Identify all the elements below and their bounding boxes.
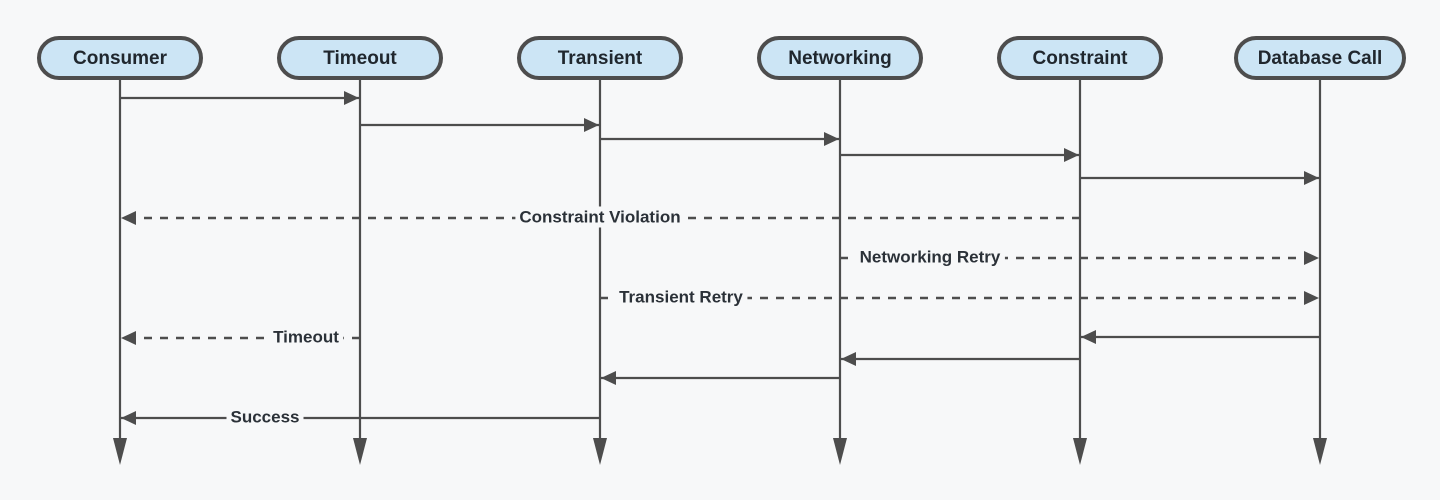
lifeline-end-arrow-constraint: [1073, 438, 1087, 465]
message-arrowhead-m6: [121, 211, 136, 225]
message-label-m8: Transient Retry: [619, 287, 743, 306]
participant-label-consumer: Consumer: [73, 48, 168, 69]
message-m11[interactable]: [841, 352, 1080, 366]
message-arrowhead-m7: [1304, 251, 1319, 265]
message-m10[interactable]: [1081, 330, 1320, 344]
participants-group: Consumer Timeout Transient Networking Constr…: [37, 36, 1406, 80]
message-label-bg-m6: [515, 206, 685, 228]
message-m12[interactable]: [601, 371, 840, 385]
message-arrowhead-m5: [1304, 171, 1319, 185]
message-arrowhead-m2: [584, 118, 599, 132]
message-label-bg-m8: [615, 286, 748, 308]
participant-timeout[interactable]: Timeout: [277, 36, 443, 80]
message-m5[interactable]: [1080, 171, 1319, 185]
message-label-m13: Success: [231, 407, 300, 426]
message-label-group-m13: Success: [226, 406, 304, 428]
message-label-bg-m7: [855, 246, 1005, 268]
message-m7[interactable]: [840, 251, 1319, 265]
lifeline-end-arrow-timeout: [353, 438, 367, 465]
participant-box-consumer: [37, 36, 203, 80]
message-m4[interactable]: [840, 148, 1079, 162]
message-label-bg-m9: [269, 326, 344, 348]
message-label-group-m9: Timeout: [269, 326, 344, 348]
lifeline-constraint: [1073, 78, 1087, 465]
message-arrowhead-m9: [121, 331, 136, 345]
message-arrowhead-m8: [1304, 291, 1319, 305]
lifeline-end-arrow-consumer: [113, 438, 127, 465]
message-arrowhead-m10: [1081, 330, 1096, 344]
message-label-group-m6: Constraint Violation: [515, 206, 685, 228]
message-label-m9: Timeout: [273, 327, 339, 346]
lifeline-consumer: [113, 78, 127, 465]
message-arrowhead-m12: [601, 371, 616, 385]
lifeline-networking: [833, 78, 847, 465]
message-arrowhead-m1: [344, 91, 359, 105]
participant-box-transient: [517, 36, 683, 80]
lifeline-transient: [593, 78, 607, 465]
participant-constraint[interactable]: Constraint: [997, 36, 1163, 80]
message-arrowhead-m4: [1064, 148, 1079, 162]
participant-database-call[interactable]: Database Call: [1234, 36, 1406, 80]
participant-box-networking: [757, 36, 923, 80]
participant-transient[interactable]: Transient: [517, 36, 683, 80]
participant-label-transient: Transient: [558, 48, 643, 69]
message-m1[interactable]: [120, 91, 359, 105]
message-label-m6: Constraint Violation: [519, 207, 680, 226]
message-label-bg-m13: [226, 406, 304, 428]
participant-label-constraint: Constraint: [1033, 48, 1129, 69]
participant-box-timeout: [277, 36, 443, 80]
message-m6[interactable]: [121, 211, 1080, 225]
participant-label-database-call: Database Call: [1258, 48, 1383, 69]
message-arrowhead-m11: [841, 352, 856, 366]
message-m3[interactable]: [600, 132, 839, 146]
participant-box-constraint: [997, 36, 1163, 80]
participant-box-database-call: [1234, 36, 1406, 80]
lifeline-end-arrow-transient: [593, 438, 607, 465]
participant-label-networking: Networking: [788, 48, 891, 69]
lifeline-timeout: [353, 78, 367, 465]
lifeline-database-call: [1313, 78, 1327, 465]
lifeline-end-arrow-database-call: [1313, 438, 1327, 465]
message-arrowhead-m13: [121, 411, 136, 425]
participant-label-timeout: Timeout: [323, 48, 397, 69]
participant-networking[interactable]: Networking: [757, 36, 923, 80]
message-m2[interactable]: [360, 118, 599, 132]
participant-consumer[interactable]: Consumer: [37, 36, 203, 80]
message-arrowhead-m3: [824, 132, 839, 146]
message-label-group-m8: Transient Retry: [615, 286, 748, 308]
message-label-m7: Networking Retry: [860, 247, 1001, 266]
message-m13[interactable]: [121, 411, 600, 425]
lifeline-end-arrow-networking: [833, 438, 847, 465]
message-label-group-m7: Networking Retry: [855, 246, 1005, 268]
